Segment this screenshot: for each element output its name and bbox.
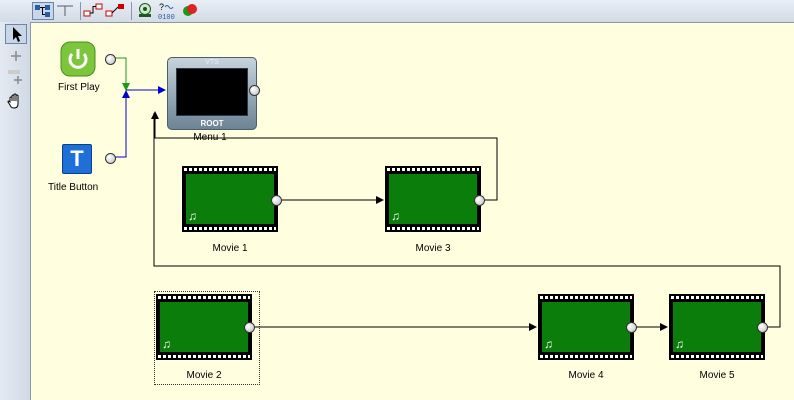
film-holes-top: [387, 168, 479, 171]
music-note-icon: ♫: [544, 337, 553, 351]
film-holes-top: [158, 296, 250, 299]
first-play-node[interactable]: [60, 41, 96, 77]
color-balls-icon: [183, 4, 197, 16]
music-note-icon: ♫: [162, 337, 171, 351]
plus-icon: [11, 51, 21, 61]
movie3-node[interactable]: ♫: [385, 166, 481, 232]
menu1-root-text: ROOT: [200, 119, 224, 128]
music-note-icon: ♫: [391, 209, 400, 223]
toolbar-divider: [131, 2, 132, 20]
connect-icon: [83, 3, 103, 17]
power-icon: [60, 41, 96, 77]
arrow-pointer-icon: [13, 27, 22, 42]
movie2-label: Movie 2: [186, 370, 222, 381]
toolbar-divider: [80, 2, 81, 20]
pointer-tool-button[interactable]: [5, 24, 27, 44]
connections-layer: [115, 57, 781, 331]
movie5-output-port[interactable]: [757, 322, 768, 333]
movie1-label: Movie 1: [212, 243, 248, 254]
help-mark: ?: [159, 2, 164, 12]
authoring-canvas[interactable]: First Play T Title Button VTS ROOT Menu …: [31, 23, 794, 400]
tree-layout-button[interactable]: [32, 2, 54, 20]
add-node-tool-button[interactable]: [5, 46, 27, 66]
movie1-node[interactable]: ♫: [182, 166, 278, 232]
title-button-node[interactable]: T: [62, 144, 92, 174]
left-toolbar: [0, 22, 31, 400]
movie5-screen: [673, 302, 761, 352]
menu1-output-port[interactable]: [249, 85, 260, 96]
film-holes-bottom: [540, 355, 632, 358]
link-first-play-to-junction: [115, 57, 130, 91]
film-holes-bottom: [671, 355, 763, 358]
help-digits: 0100: [158, 14, 175, 20]
first-play-label: First Play: [58, 82, 100, 93]
color-button[interactable]: [180, 2, 202, 20]
disconnect-icon: [105, 4, 124, 17]
movie2-output-port[interactable]: [244, 322, 255, 333]
music-note-icon: ♫: [675, 337, 684, 351]
link-movie3-to-menu: [151, 111, 498, 201]
movie4-output-port[interactable]: [626, 322, 637, 333]
movie4-label: Movie 4: [568, 370, 604, 381]
movie2-selection-box: [154, 291, 260, 385]
first-play-output-port[interactable]: [105, 54, 116, 65]
film-holes-bottom: [387, 227, 479, 230]
menu1-vts-text: VTS: [205, 59, 219, 66]
connect-button[interactable]: [83, 2, 105, 20]
film-holes-top: [184, 168, 276, 171]
movie5-label: Movie 5: [699, 370, 735, 381]
title-button-label: Title Button: [48, 182, 99, 193]
link-title-button-to-junction: [115, 90, 130, 158]
link-movie5-to-menu: [153, 113, 781, 328]
help-binary-icon: ? 0100: [158, 2, 175, 22]
movie3-screen: [389, 174, 477, 224]
film-holes-top: [671, 296, 763, 299]
movie1-output-port[interactable]: [271, 195, 282, 206]
toolbar: ? 0100: [0, 0, 794, 23]
hand-icon: [7, 93, 19, 109]
movie2-screen: [160, 302, 248, 352]
menu1-screen: [176, 68, 248, 116]
movie2-node[interactable]: ♫: [156, 294, 252, 360]
hand-tool-button[interactable]: [5, 92, 27, 112]
add-link-tool-button[interactable]: [5, 68, 27, 88]
title-button-output-port[interactable]: [105, 153, 116, 164]
film-holes-top: [540, 296, 632, 299]
music-note-icon: ♫: [188, 209, 197, 223]
info-button[interactable]: ? 0100: [157, 2, 179, 22]
film-holes-bottom: [158, 355, 250, 358]
add-link-icon: [8, 70, 22, 84]
movie4-node[interactable]: ♫: [538, 294, 634, 360]
menu1-node[interactable]: VTS ROOT: [167, 57, 257, 130]
movie4-screen: [542, 302, 630, 352]
disconnect-button[interactable]: [105, 2, 127, 20]
movie3-label: Movie 3: [415, 243, 451, 254]
movie1-screen: [186, 174, 274, 224]
tree-layout-icon: [35, 5, 50, 17]
title-button-letter: T: [70, 146, 84, 171]
preview-button[interactable]: [135, 2, 157, 20]
movie5-node[interactable]: ♫: [669, 294, 765, 360]
link-layout-button[interactable]: [55, 2, 77, 20]
film-holes-bottom: [184, 227, 276, 230]
monitor-icon: [139, 3, 151, 17]
movie3-output-port[interactable]: [474, 195, 485, 206]
menu1-label: Menu 1: [193, 132, 227, 143]
link-layout-icon: [57, 5, 73, 16]
